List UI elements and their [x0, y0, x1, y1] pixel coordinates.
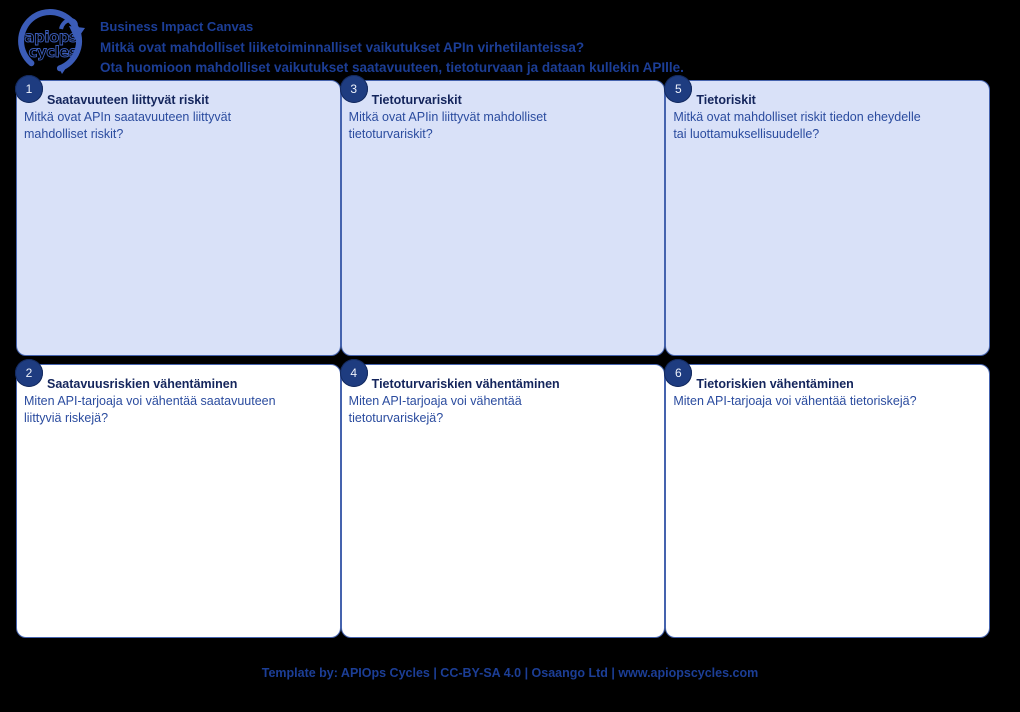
page-title: Business Impact Canvas: [100, 19, 254, 34]
header-instruction: Ota huomioon mahdolliset vaikutukset saa…: [100, 60, 684, 75]
card-body: Miten API-tarjoaja voi vähentää saatavuu…: [24, 394, 276, 425]
card-body: Mitkä ovat APIin liittyvät mahdolliset t…: [348, 110, 547, 141]
card-number: 3: [350, 82, 357, 96]
card-number: 6: [674, 366, 682, 380]
logo-circle-arrow-icon: [18, 9, 83, 72]
card-number: 5: [674, 82, 682, 96]
logo-arrowhead-small-icon: [58, 62, 70, 74]
card-availability-risks[interactable]: 1 Saatavuuteen liittyvät riskit Mitkä ov…: [15, 75, 341, 356]
header-question: Mitkä ovat mahdolliset liiketoiminnallis…: [100, 40, 585, 55]
card-number-badge: 2: [15, 359, 43, 387]
card-body: Miten API-tarjoaja voi vähentää tietotur…: [348, 394, 522, 425]
canvas-grid: 1 Saatavuuteen liittyvät riskit Mitkä ov…: [15, 75, 990, 638]
card-title: Saatavuuteen liittyvät riskit: [47, 93, 209, 107]
card-title: Tietoturvariskit: [371, 93, 462, 107]
logo-text-cycles: cycles: [29, 43, 78, 61]
card-number-badge: 4: [339, 359, 368, 387]
card-number: 4: [350, 366, 357, 380]
card-title: Tietoriskien vähentäminen: [696, 377, 854, 391]
card-title: Saatavuusriskien vähentäminen: [47, 377, 238, 391]
card-security-risk-mitigation[interactable]: 4 Tietoturvariskien vähentäminen Miten A…: [339, 359, 666, 638]
card-title: Tietoturvariskien vähentäminen: [371, 377, 560, 391]
card-data-risks[interactable]: 5 Tietoriskit Mitkä ovat mahdolliset ris…: [664, 75, 990, 356]
card-availability-risk-mitigation[interactable]: 2 Saatavuusriskien vähentäminen Miten AP…: [15, 359, 341, 638]
card-security-risks[interactable]: 3 Tietoturvariskit Mitkä ovat APIin liit…: [339, 75, 666, 356]
card-body: Miten API-tarjoaja voi vähentää tietoris…: [673, 394, 917, 408]
card-data-risk-mitigation[interactable]: 6 Tietoriskien vähentäminen Miten API-ta…: [664, 359, 990, 638]
card-number: 2: [25, 366, 33, 380]
card-title: Tietoriskit: [696, 93, 756, 107]
card-number-badge: 5: [664, 75, 693, 103]
card-number-badge: 3: [339, 75, 368, 103]
attribution-footer: Template by: APIOps Cycles | CC-BY-SA 4.…: [261, 666, 759, 680]
card-body: Mitkä ovat mahdolliset riskit tiedon ehe…: [673, 110, 921, 141]
logo-arrowhead-large-icon: [69, 26, 85, 41]
card-body: Mitkä ovat APIn saatavuuteen liittyvät m…: [24, 110, 232, 141]
header: Business Impact Canvas Mitkä ovat mahdol…: [100, 19, 684, 80]
logo-swoosh-icon: [59, 18, 78, 30]
card-number: 1: [25, 82, 33, 96]
card-number-badge: 1: [15, 75, 43, 103]
apiops-cycles-logo: apiops cycles: [18, 9, 85, 74]
logo-text-apiops: apiops: [25, 28, 79, 46]
card-number-badge: 6: [664, 359, 693, 387]
